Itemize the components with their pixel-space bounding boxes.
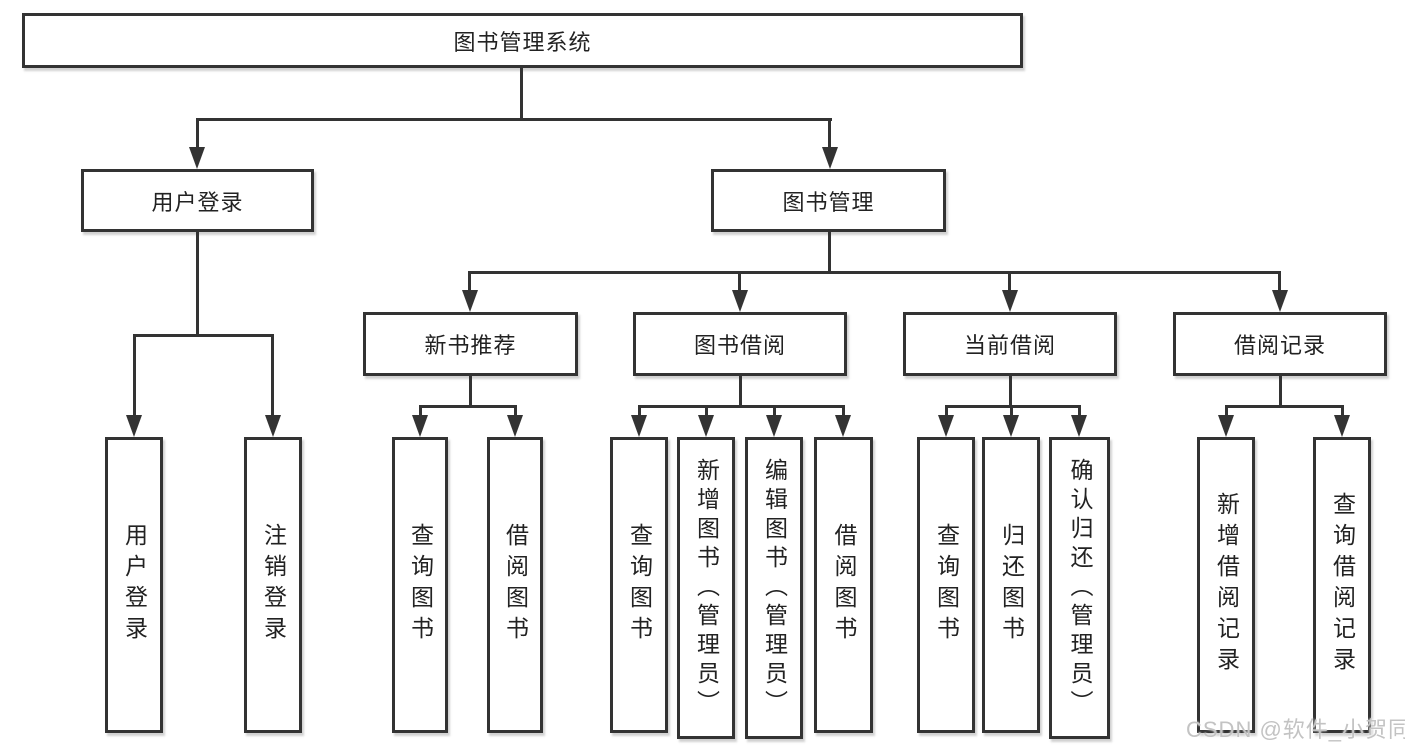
leaf-user-login: 用户登录 [105,437,163,733]
arrow-down-icon [822,147,838,169]
arrow-down-icon [1334,415,1350,437]
leaf-return-books: 归还图书 [982,437,1040,733]
connector-leaf-drop [1010,408,1013,417]
node-current-borrow: 当前借阅 [903,312,1117,376]
connector-user-login-drop [271,337,274,417]
arrow-down-icon [766,415,782,437]
arrow-down-icon [265,415,281,437]
connector-root-drop-left [196,121,199,149]
connector-user-login-rail [133,334,274,337]
connector-user-login-drop [133,337,136,417]
connector-borrow-records-rail [1225,405,1344,408]
arrow-down-icon [1218,415,1234,437]
connector-leaf-drop [1341,408,1344,417]
connector-level3-drop [738,274,741,292]
connector-book-management-rail [468,271,1281,274]
arrow-down-icon [938,415,954,437]
watermark: CSDN @软件_小贺同学 [1186,717,1405,742]
node-borrow-records: 借阅记录 [1173,312,1387,376]
connector-new-book-recommend-stem [469,376,472,407]
leaf-add-book-admin: 新增图书（管理员） [677,437,735,739]
arrow-down-icon [1071,415,1087,437]
arrow-down-icon [631,415,647,437]
leaf-edit-book-admin: 编辑图书（管理员） [745,437,803,739]
arrow-down-icon [698,415,714,437]
connector-leaf-drop [419,408,422,417]
node-book-management: 图书管理 [711,169,946,232]
connector-leaf-drop [1078,408,1081,417]
node-user-login: 用户登录 [81,169,314,232]
arrow-down-icon [462,290,478,312]
node-root: 图书管理系统 [22,13,1023,68]
arrow-down-icon [412,415,428,437]
connector-level3-drop [1008,274,1011,292]
arrow-down-icon [126,415,142,437]
connector-book-borrow-stem [739,376,742,407]
connector-leaf-drop [773,408,776,417]
connector-leaf-drop [638,408,641,417]
arrow-down-icon [1002,290,1018,312]
connector-level3-drop [1278,274,1281,292]
connector-leaf-drop [842,408,845,417]
connector-book-management-stem [828,232,831,273]
arrow-down-icon [835,415,851,437]
connector-root-rail [196,118,832,121]
arrow-down-icon [507,415,523,437]
connector-leaf-drop [514,408,517,417]
connector-leaf-drop [1225,408,1228,417]
connector-book-borrow-rail [638,405,845,408]
leaf-borrow-books-borrow: 借阅图书 [814,437,873,733]
connector-user-login-stem [196,232,199,336]
leaf-borrow-books-recommend: 借阅图书 [487,437,543,733]
leaf-confirm-return-admin: 确认归还（管理员） [1049,437,1110,739]
connector-new-book-recommend-rail [419,405,517,408]
arrow-down-icon [732,290,748,312]
node-book-borrow: 图书借阅 [633,312,847,376]
leaf-query-books-current: 查询图书 [917,437,975,733]
arrow-down-icon [1272,290,1288,312]
leaf-query-books-borrow: 查询图书 [610,437,668,733]
connector-root-drop-right [828,121,831,149]
connector-level3-drop [468,274,471,292]
arrow-down-icon [189,147,205,169]
connector-borrow-records-stem [1279,376,1282,407]
leaf-query-books-recommend: 查询图书 [392,437,448,733]
arrow-down-icon [1003,415,1019,437]
connector-leaf-drop [945,408,948,417]
leaf-add-borrow-record: 新增借阅记录 [1197,437,1255,733]
connector-root-stem [520,68,523,120]
leaf-query-borrow-record: 查询借阅记录 [1313,437,1371,733]
connector-current-borrow-rail [945,405,1081,408]
leaf-logout: 注销登录 [244,437,302,733]
node-new-book-recommend: 新书推荐 [363,312,578,376]
connector-leaf-drop [705,408,708,417]
connector-current-borrow-stem [1009,376,1012,407]
